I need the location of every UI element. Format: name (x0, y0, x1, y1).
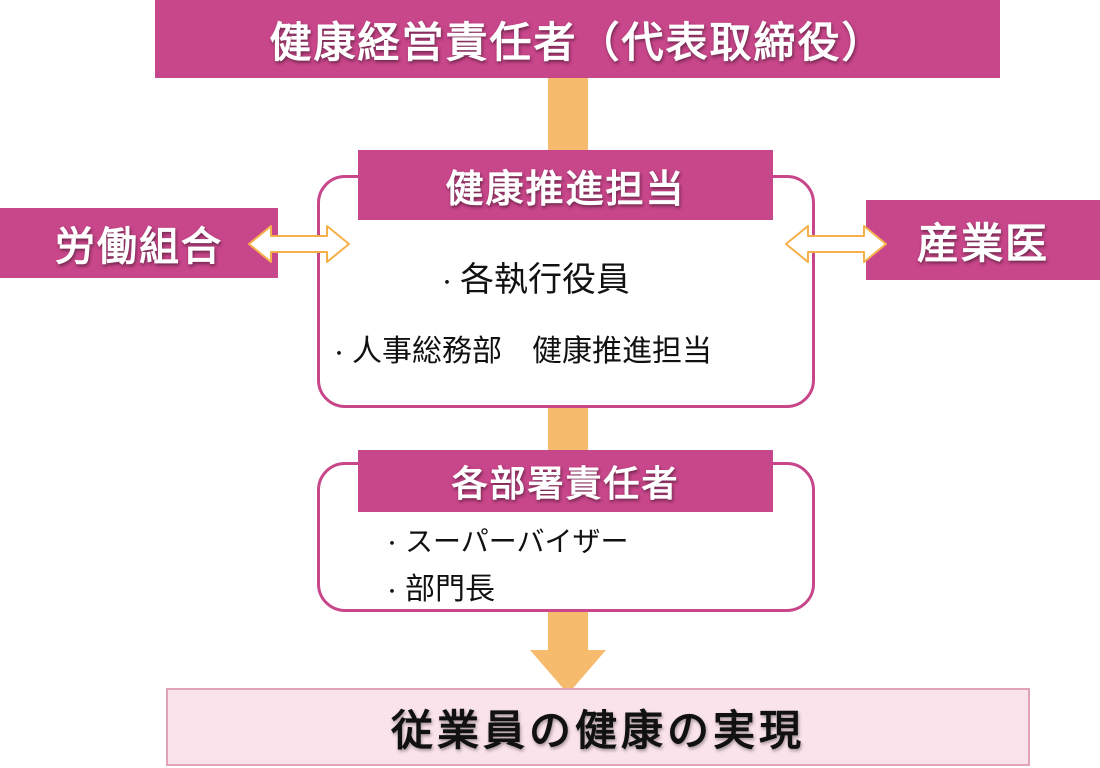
left-double-arrow (248, 225, 350, 263)
bullet-marker: ・ (383, 534, 401, 555)
bullet-marker: ・ (330, 343, 348, 365)
goal-box: 従業員の健康の実現 (166, 688, 1030, 766)
promotion-member-hr: ・人事総務部 健康推進担当 (330, 334, 712, 369)
labor-union-label: 労働組合 (55, 224, 223, 270)
industrial-physician-label: 産業医 (916, 218, 1049, 268)
promotion-member-executives: ・各執行役員 (438, 260, 630, 300)
bullet-marker: ・ (383, 581, 401, 603)
promotion-group-title-banner: 健康推進担当 (358, 150, 773, 220)
connector-top (548, 78, 588, 160)
bullet-marker: ・ (438, 272, 456, 294)
department-member-division-head: ・部門長 (383, 572, 495, 607)
industrial-physician-banner: 産業医 (866, 200, 1100, 280)
department-group-title: 各部署責任者 (451, 464, 680, 505)
promotion-group-title: 健康推進担当 (445, 166, 686, 211)
connector-middle (548, 405, 588, 455)
department-group-title-banner: 各部署責任者 (358, 450, 773, 512)
top-title-banner: 健康経営責任者（代表取締役） (155, 0, 1000, 78)
goal-label: 従業員の健康の実現 (390, 705, 805, 755)
down-arrow-head (530, 650, 606, 694)
right-double-arrow (785, 225, 887, 263)
connector-bottom (548, 610, 588, 652)
department-member-supervisor: ・スーパーバイザー (383, 525, 629, 558)
top-title: 健康経営責任者（代表取締役） (269, 17, 886, 67)
labor-union-banner: 労働組合 (0, 208, 278, 278)
